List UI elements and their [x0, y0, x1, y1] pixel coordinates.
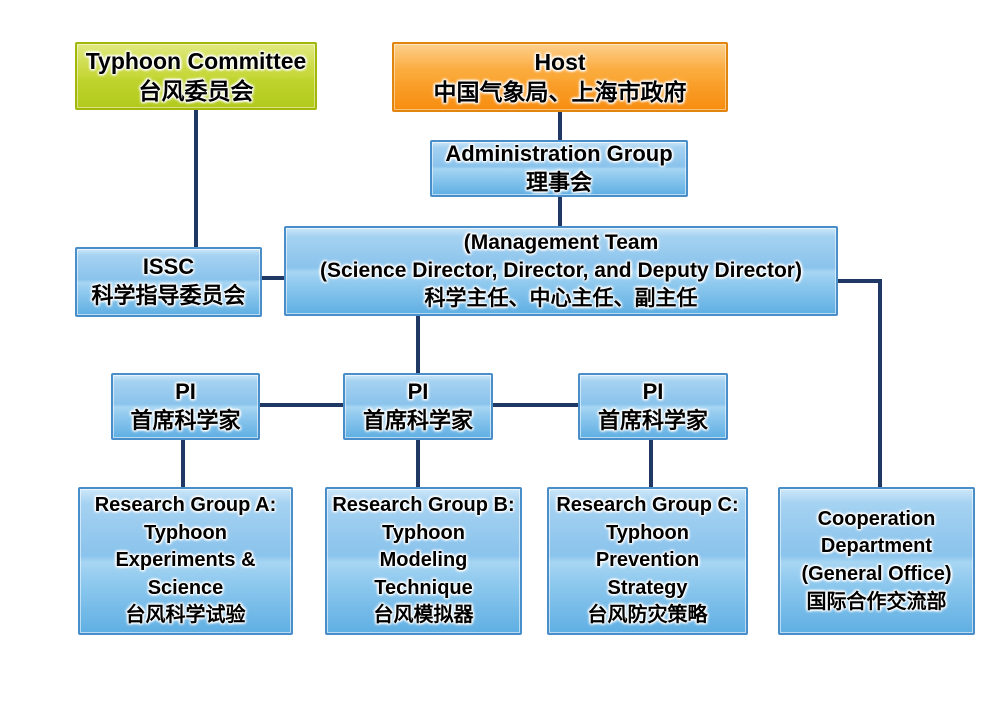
research-group-c-title-cn: 台风防灾策略 — [587, 604, 708, 627]
research-group-a-line4: Science — [147, 576, 224, 599]
management-team-title-cn: 科学主任、中心主任、副主任 — [424, 286, 698, 310]
research-group-a-title-cn: 台风科学试验 — [125, 604, 246, 627]
issc-title: ISSC — [142, 254, 195, 280]
research-group-b-title-cn: 台风模拟器 — [373, 604, 474, 627]
research-group-a-line1: Research Group A: — [94, 494, 277, 517]
node-management-team: (Management Team (Science Director, Dire… — [284, 226, 838, 316]
pi-2-title: PI — [407, 378, 429, 404]
node-pi-1: PI 首席科学家 — [111, 373, 260, 440]
cooperation-department-line1: Cooperation — [817, 507, 936, 530]
research-group-a-line3: Experiments & — [115, 549, 256, 572]
administration-group-title-cn: 理事会 — [525, 169, 592, 195]
node-research-group-b: Research Group B: Typhoon Modeling Techn… — [325, 487, 522, 635]
research-group-b-line2: Typhoon — [382, 521, 465, 544]
connector-administration-group-to-management-team — [558, 197, 562, 226]
issc-title-cn: 科学指导委员会 — [91, 283, 246, 308]
pi-2-title-cn: 首席科学家 — [362, 407, 473, 433]
node-administration-group: Administration Group 理事会 — [430, 140, 688, 197]
research-group-c-line2: Typhoon — [606, 521, 689, 544]
management-team-title: (Management Team — [463, 231, 659, 255]
connector-issc-to-management-team — [262, 276, 284, 280]
management-team-subtitle: (Science Director, Director, and Deputy … — [320, 259, 802, 283]
node-pi-2: PI 首席科学家 — [343, 373, 493, 440]
node-research-group-a: Research Group A: Typhoon Experiments & … — [78, 487, 293, 635]
research-group-a-line2: Typhoon — [144, 521, 227, 544]
node-pi-3: PI 首席科学家 — [578, 373, 728, 440]
connector-pi-1-to-pi-2 — [260, 403, 343, 407]
pi-3-title-cn: 首席科学家 — [597, 407, 708, 433]
connector-pi-2-to-research-group-b — [416, 440, 420, 487]
research-group-b-line3: Modeling — [379, 549, 468, 572]
research-group-c-line1: Research Group C: — [556, 494, 739, 517]
node-cooperation-department: Cooperation Department (General Office) … — [778, 487, 975, 635]
connector-typhoon-committee-to-issc — [194, 110, 198, 247]
administration-group-title: Administration Group — [445, 140, 673, 166]
connector-host-to-administration-group — [558, 112, 562, 140]
cooperation-department-line2: Department — [820, 535, 933, 558]
pi-1-title-cn: 首席科学家 — [130, 407, 241, 433]
connector-pi-2-to-pi-3 — [493, 403, 578, 407]
connector-pi-3-to-research-group-c — [649, 440, 653, 487]
typhoon-committee-title: Typhoon Committee — [85, 47, 307, 74]
node-host: Host 中国气象局、上海市政府 — [392, 42, 728, 112]
research-group-c-line4: Strategy — [607, 576, 688, 599]
host-title-cn: 中国气象局、上海市政府 — [433, 79, 687, 105]
cooperation-department-line3: (General Office) — [801, 563, 952, 585]
node-typhoon-committee: Typhoon Committee 台风委员会 — [75, 42, 317, 110]
connector-management-team-to-pi-2 — [416, 316, 420, 373]
cooperation-department-title-cn: 国际合作交流部 — [806, 590, 947, 613]
research-group-b-line1: Research Group B: — [332, 494, 515, 517]
node-issc: ISSC 科学指导委员会 — [75, 247, 262, 317]
host-title: Host — [534, 48, 586, 75]
research-group-c-line3: Prevention — [595, 549, 700, 572]
pi-1-title: PI — [175, 378, 196, 404]
typhoon-committee-title-cn: 台风委员会 — [138, 78, 254, 104]
pi-3-title: PI — [642, 378, 664, 404]
research-group-b-line4: Technique — [374, 576, 473, 599]
connector-management-team-to-cooperation-department — [878, 279, 882, 487]
node-research-group-c: Research Group C: Typhoon Prevention Str… — [547, 487, 748, 635]
connector-management-team-right-arm — [838, 279, 882, 283]
connector-pi-1-to-research-group-a — [181, 440, 185, 487]
